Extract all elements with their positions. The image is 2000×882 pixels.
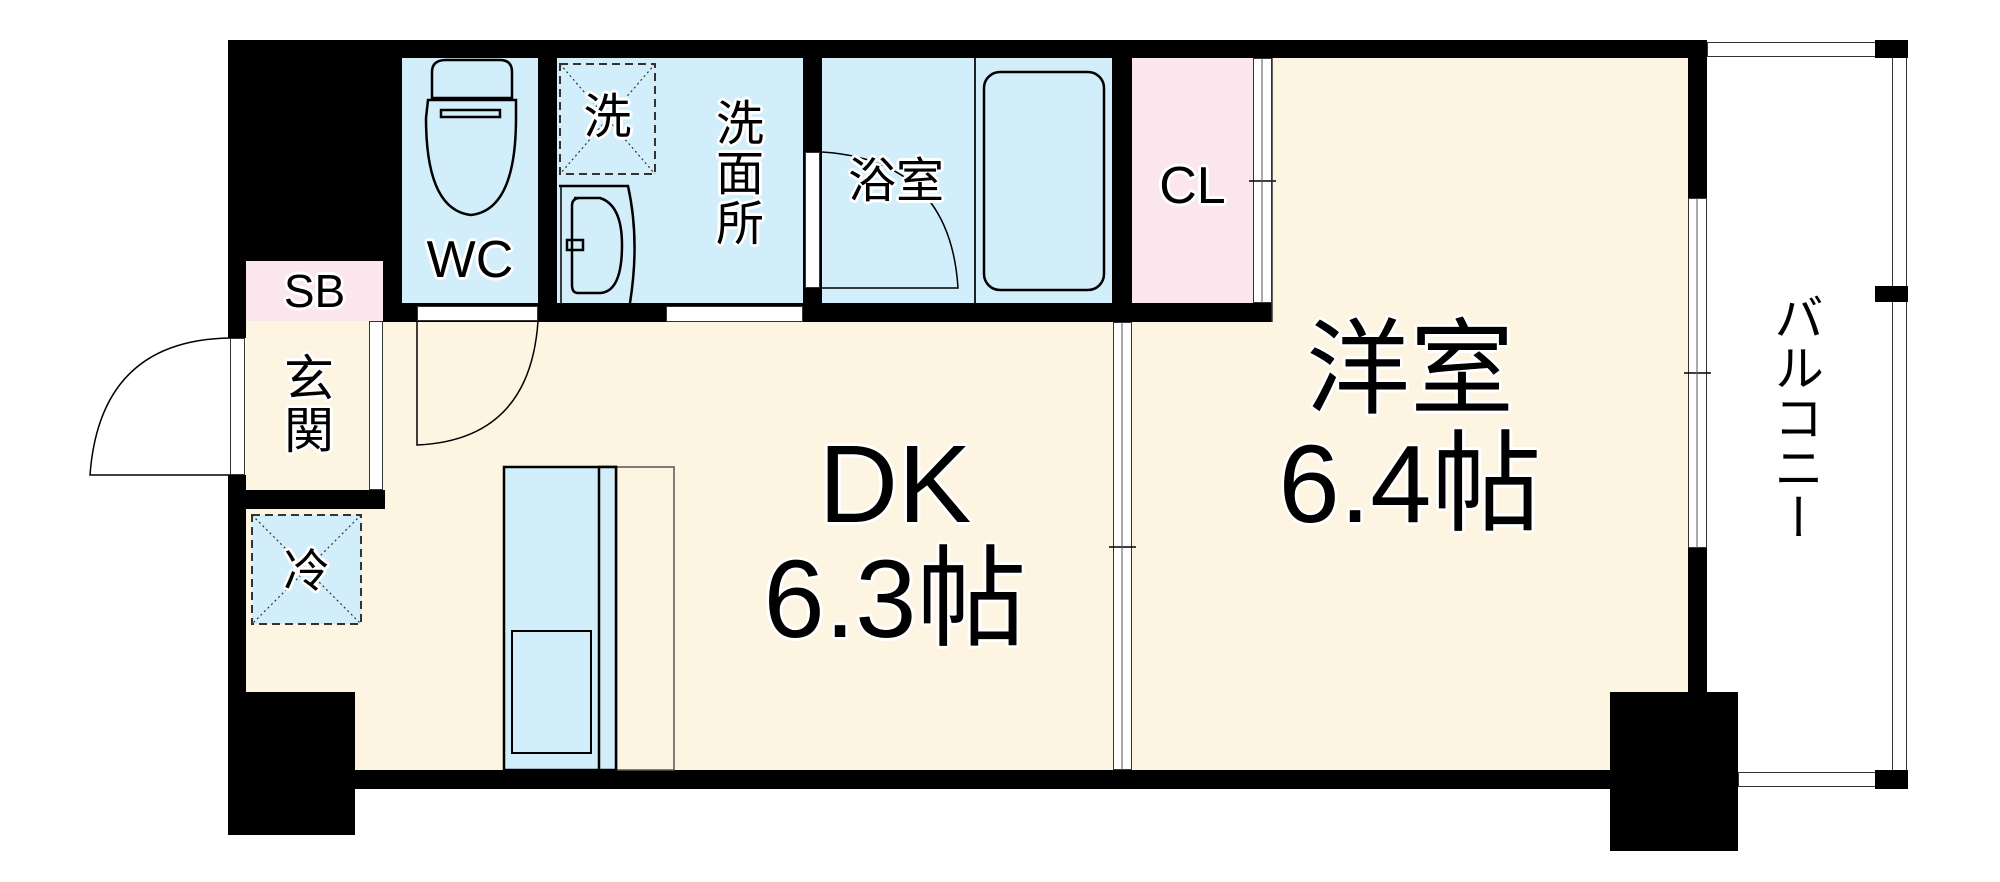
wall-bottom	[228, 770, 1707, 789]
closet-floor	[1132, 58, 1253, 303]
entrance-door-swing	[89, 337, 231, 476]
balcony-post-top	[1875, 40, 1908, 58]
entrance-floor	[246, 321, 383, 490]
balcony-post-middle	[1875, 286, 1908, 302]
wall-bath-closet	[1112, 58, 1132, 322]
closet-label: CL	[1159, 157, 1226, 215]
dk-size: 6.3帖	[763, 538, 1027, 661]
kitchen-counter-icon	[502, 465, 675, 772]
bath-door-opening[interactable]	[805, 152, 820, 288]
column-bottom-left	[228, 692, 355, 835]
washroom-label: 洗面所	[708, 98, 761, 248]
wall-entrance-bottom	[228, 490, 385, 509]
shoe-box-label: SB	[283, 265, 346, 317]
balcony-post-bottom	[1875, 770, 1908, 789]
washer-label: 洗	[583, 91, 632, 144]
fridge-space-icon	[251, 514, 362, 625]
wall-wc-washroom	[538, 58, 557, 322]
wc-door-opening[interactable]	[417, 306, 538, 321]
wall-right	[1688, 40, 1707, 198]
wash-basin-icon	[559, 184, 636, 304]
bathroom-label: 浴室	[847, 155, 944, 208]
western-room-label: 洋室	[1305, 312, 1514, 428]
dk-label: DK	[818, 423, 972, 546]
bathroom-floor	[822, 58, 1112, 303]
balcony-label: バルコニー	[1767, 292, 1823, 542]
wall-left-upper	[228, 40, 402, 261]
shoe-box-floor	[246, 261, 383, 321]
entrance-step	[369, 321, 383, 490]
wall-left-sb	[228, 261, 246, 338]
wall-strip-bottom	[383, 303, 1272, 322]
column-bottom-right	[1610, 692, 1738, 851]
toilet-icon	[424, 58, 518, 217]
wall-sb-right	[383, 58, 402, 322]
bath-door-swing	[821, 151, 959, 289]
entrance-label: 玄関	[277, 352, 333, 456]
wc-label: WC	[426, 231, 514, 289]
western-room-size: 6.4帖	[1278, 423, 1542, 546]
wc-door-swing	[416, 320, 539, 446]
washroom-door-opening[interactable]	[666, 306, 803, 322]
bathtub-icon	[982, 70, 1106, 292]
washer-space-icon	[559, 63, 656, 175]
wall-top	[228, 40, 1707, 58]
fridge-label: 冷	[283, 545, 330, 597]
dk-floor	[246, 322, 1113, 770]
washroom-floor	[557, 58, 803, 303]
entrance-door-opening[interactable]	[230, 338, 245, 475]
